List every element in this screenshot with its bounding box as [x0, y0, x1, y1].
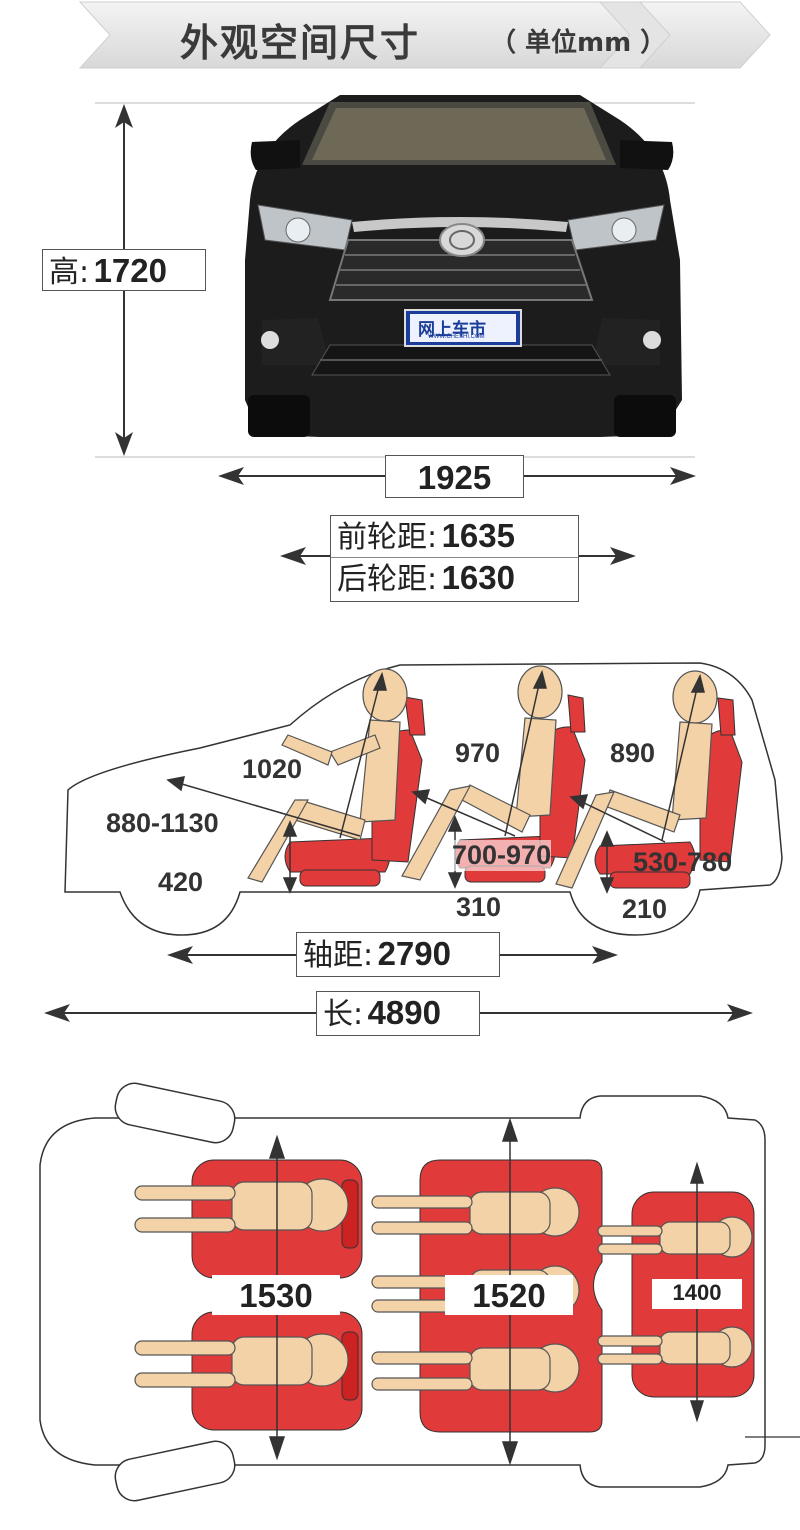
- front-track-row: 前轮距: 1635: [331, 516, 578, 558]
- seat-height-row3: 210: [622, 894, 668, 924]
- track-label-box: 前轮距: 1635 后轮距: 1630: [330, 515, 579, 602]
- wheelbase-label-box: 轴距: 2790: [296, 932, 500, 977]
- plate-text: 网上车市: [418, 320, 486, 340]
- headroom-row3: 890: [610, 738, 656, 768]
- legroom-row2: 700-970: [452, 840, 552, 871]
- title-banner: [78, 1, 771, 69]
- front-track-value: 1635: [441, 517, 515, 554]
- length-label: 长:: [323, 997, 364, 1032]
- rear-track-row: 后轮距: 1630: [331, 558, 578, 600]
- wheelbase-label: 轴距:: [303, 938, 374, 973]
- height-label: 高:: [49, 255, 90, 290]
- front-track-label: 前轮距:: [337, 520, 438, 555]
- length-label-box: 长: 4890: [316, 991, 480, 1036]
- rear-track-label: 后轮距:: [337, 562, 438, 597]
- headroom-row1: 1020: [242, 754, 303, 784]
- shoulder-row2-box: 1520: [445, 1275, 573, 1315]
- unit-label: （ 单位mm ）: [490, 28, 667, 58]
- side-view-diagram: [44, 662, 783, 1022]
- page-title: 外观空间尺寸: [180, 21, 421, 65]
- shoulder-row3-box: 1400: [652, 1279, 742, 1309]
- length-value: 4890: [367, 994, 441, 1031]
- wheelbase-value: 2790: [377, 935, 451, 972]
- shoulder-row1-value: 1530: [239, 1277, 313, 1314]
- front-view-diagram: [95, 95, 696, 565]
- legroom-row3: 530-780: [633, 847, 733, 877]
- width-value: 1925: [417, 459, 492, 496]
- rear-track-value: 1630: [441, 559, 515, 596]
- plate-subtext: WWW.CHESHI.COM: [428, 334, 485, 340]
- seat-height-row1: 420: [158, 867, 204, 897]
- shoulder-row2-value: 1520: [472, 1277, 546, 1314]
- seat-height-row2: 310: [456, 892, 502, 922]
- height-label-box: 高: 1720: [42, 249, 206, 291]
- legroom-row1: 880-1130: [106, 808, 219, 838]
- seat-row1: [284, 696, 426, 887]
- shoulder-row1-box: 1530: [212, 1275, 340, 1315]
- headroom-row2: 970: [455, 738, 501, 768]
- suv-front-illustration: [245, 95, 682, 437]
- seat-row3: [594, 697, 743, 889]
- width-label-box: 1925: [385, 455, 524, 498]
- height-value: 1720: [93, 252, 167, 289]
- shoulder-row3-value: 1400: [672, 1280, 722, 1305]
